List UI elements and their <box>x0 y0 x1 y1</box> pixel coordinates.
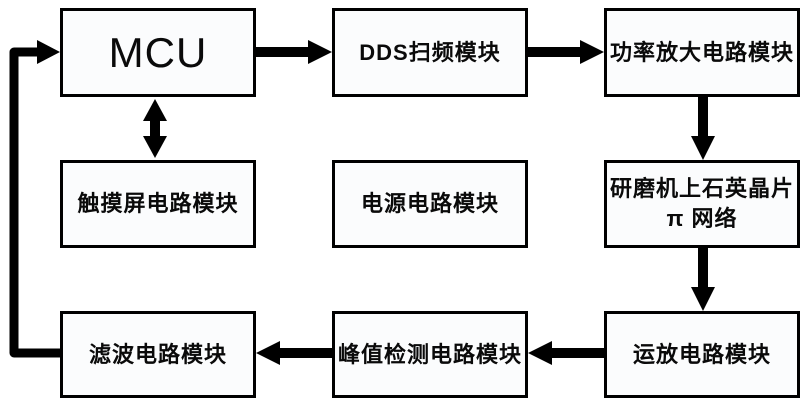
node-peak-detect-label: 峰值检测电路模块 <box>337 341 522 367</box>
arrow-quartz-to-opamp <box>691 248 715 311</box>
node-touch-screen-label: 触摸屏电路模块 <box>77 191 239 217</box>
node-peak-detect-module: 峰值检测电路模块 <box>332 311 528 398</box>
arrow-filter-to-mcu-feedback <box>9 40 65 358</box>
arrow-power-amp-to-quartz <box>691 97 715 160</box>
arrow-mcu-touch-screen-bidirectional <box>143 99 167 158</box>
node-filter-module: 滤波电路模块 <box>60 311 256 398</box>
node-dds-sweep-module: DDS扫频模块 <box>332 8 528 97</box>
node-opamp-module: 运放电路模块 <box>604 311 800 398</box>
node-power-amplifier-module: 功率放大电路模块 <box>604 8 800 97</box>
node-quartz-label-line2: π 网络 <box>666 206 738 231</box>
node-quartz-label-line1: 研磨机上石英晶片 <box>609 176 794 202</box>
node-quartz-pi-network: 研磨机上石英晶片 π 网络 <box>604 160 800 248</box>
arrow-opamp-to-peak-detect <box>528 341 604 365</box>
arrow-dds-to-power-amp <box>528 40 604 64</box>
node-power-amplifier-label: 功率放大电路模块 <box>609 39 794 65</box>
arrow-mcu-to-dds <box>256 40 332 64</box>
node-touch-screen-module: 触摸屏电路模块 <box>60 160 256 248</box>
arrow-peak-detect-to-filter <box>256 341 332 365</box>
node-mcu: MCU <box>60 8 256 97</box>
node-dds-label: DDS扫频模块 <box>359 39 501 65</box>
node-mcu-label: MCU <box>108 28 208 76</box>
node-filter-label: 滤波电路模块 <box>88 341 227 367</box>
node-power-supply-label: 电源电路模块 <box>360 191 499 217</box>
node-opamp-label: 运放电路模块 <box>632 341 771 367</box>
node-power-supply-module: 电源电路模块 <box>332 160 528 248</box>
